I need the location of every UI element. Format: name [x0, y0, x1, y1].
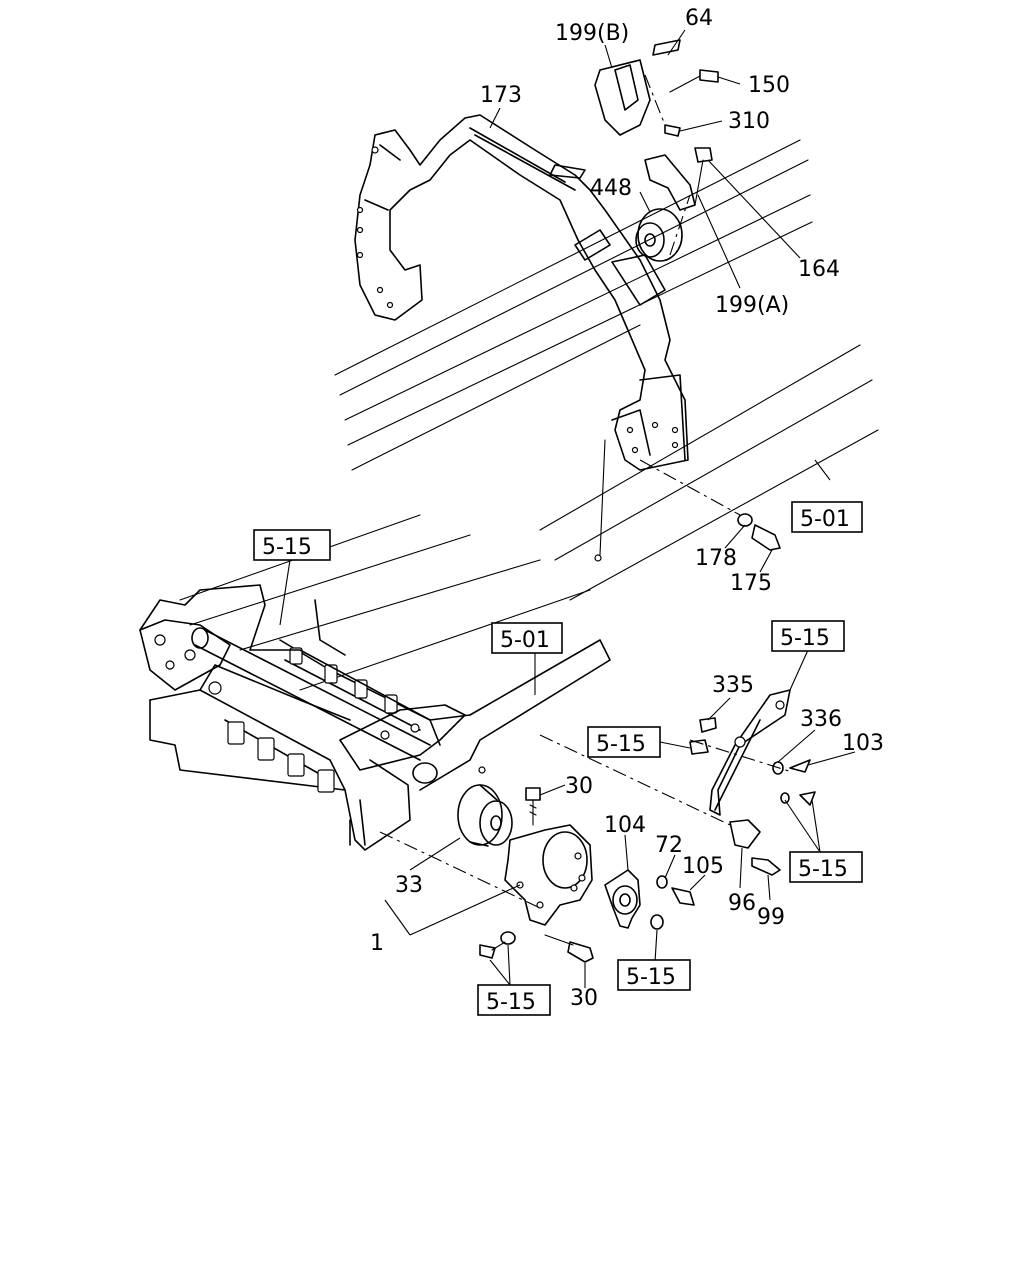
part-label-336: 336 — [800, 707, 842, 732]
ref-box-5-01-lower — [491, 622, 563, 654]
ref-label-5-15-right: 5-15 — [798, 857, 848, 882]
part-label-178: 178 — [695, 546, 737, 571]
part-label-175: 175 — [730, 571, 772, 596]
centerlines — [379, 74, 793, 909]
ref-box-5-15-bottom — [477, 984, 551, 1016]
ref-box-5-15-right — [789, 851, 863, 883]
ref-label-5-15-bottom: 5-15 — [486, 990, 536, 1015]
part-label-448: 448 — [590, 176, 632, 201]
part-label-72: 72 — [655, 833, 683, 858]
part-label-30-bottom: 30 — [570, 986, 598, 1011]
part-label-199b: 199(B) — [555, 21, 629, 46]
link-rod — [689, 513, 816, 876]
part-label-99: 99 — [757, 905, 785, 930]
ref-box-5-15-rod-left — [587, 726, 661, 758]
part-label-173: 173 — [480, 83, 522, 108]
part-label-105: 105 — [682, 854, 724, 879]
leader-lines — [279, 29, 856, 988]
part-label-150: 150 — [748, 73, 790, 98]
frame-rails — [179, 139, 879, 691]
mount-assembly-1 — [457, 784, 594, 963]
part-labels: 64 199(B) 150 310 173 448 164 199(A) 178… — [370, 6, 884, 1011]
ref-label-5-15-rod-left: 5-15 — [596, 732, 646, 757]
ref-box-5-15-left — [253, 529, 331, 561]
ref-label-5-15-rod-top: 5-15 — [780, 626, 830, 651]
part-label-30-top: 30 — [565, 774, 593, 799]
part-label-96: 96 — [728, 891, 756, 916]
ref-box-5-15-rod-top — [771, 620, 845, 652]
front-crossmember — [139, 584, 611, 851]
crossmember-173 — [354, 114, 689, 562]
ref-label-5-15-center: 5-15 — [626, 965, 676, 990]
ref-box-5-15-center — [617, 959, 691, 991]
reference-labels: 5-01 5-15 5-01 5-15 5-15 5-15 5-15 5-15 — [253, 501, 863, 1016]
part-label-199a: 199(A) — [715, 293, 789, 318]
ref-label-5-01-lower: 5-01 — [500, 628, 550, 653]
part-label-164: 164 — [798, 257, 840, 282]
part-label-103: 103 — [842, 731, 884, 756]
part-label-335: 335 — [712, 673, 754, 698]
part-label-33: 33 — [395, 873, 423, 898]
ref-box-5-01-upper — [791, 501, 863, 533]
part-label-104: 104 — [604, 813, 646, 838]
ref-label-5-15-left: 5-15 — [262, 535, 312, 560]
mount-448 — [594, 39, 719, 262]
ref-label-5-01-upper: 5-01 — [800, 507, 850, 532]
part-label-310: 310 — [728, 109, 770, 134]
mount-104 — [604, 869, 695, 930]
part-label-1: 1 — [370, 931, 384, 956]
part-label-64: 64 — [685, 6, 713, 31]
